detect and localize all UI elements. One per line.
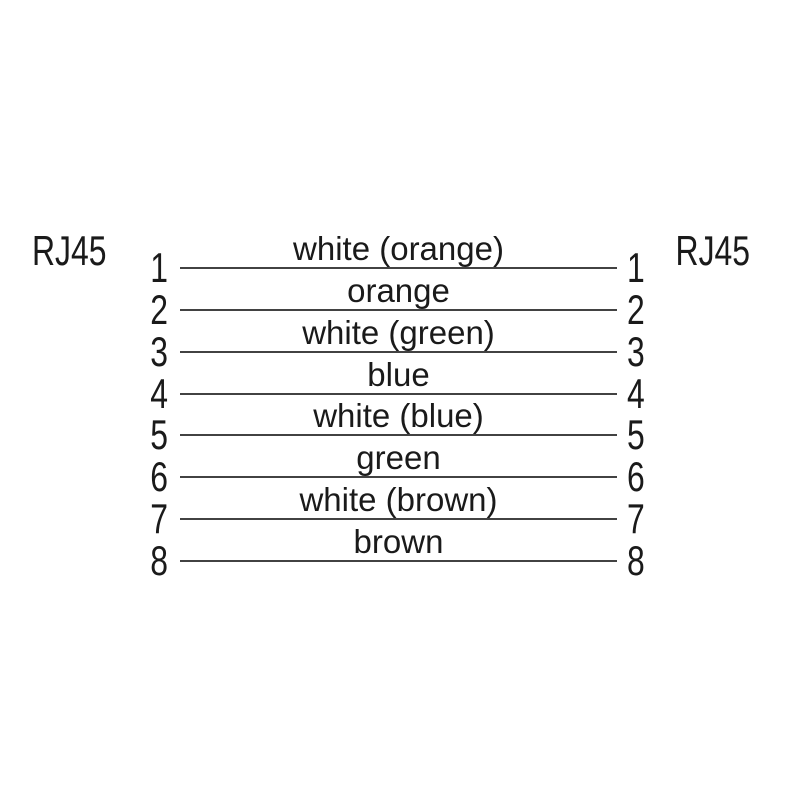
wire-color-label: green: [356, 439, 441, 476]
pin-number-left: 6: [150, 453, 168, 500]
wire-line: [180, 267, 617, 269]
wire-line: [180, 351, 617, 353]
pin-number-right: 6: [627, 453, 645, 500]
wire-line: [180, 476, 617, 478]
wire-line: [180, 560, 617, 562]
pin-number-right: 7: [627, 495, 645, 542]
wire-color-label: orange: [347, 272, 450, 309]
wire-line: [180, 518, 617, 520]
wire-color-label: white (brown): [299, 481, 498, 518]
pin-number-left: 3: [150, 328, 168, 375]
wire-line: [180, 309, 617, 311]
pin-number-left: 4: [150, 370, 168, 417]
pin-number-left: 7: [150, 495, 168, 542]
wire-line: [180, 434, 617, 436]
pin-number-left: 5: [150, 411, 168, 458]
pin-number-left: 8: [150, 537, 168, 584]
wire-color-label: white (orange): [293, 230, 504, 267]
left-connector-label: RJ45: [32, 227, 107, 274]
wire-line: [180, 393, 617, 395]
pin-number-right: 4: [627, 370, 645, 417]
wire-color-label: blue: [367, 356, 430, 393]
pin-number-right: 5: [627, 411, 645, 458]
pin-number-left: 1: [150, 244, 168, 291]
wire-color-label: white (blue): [313, 397, 484, 434]
pin-number-right: 2: [627, 286, 645, 333]
right-connector-label: RJ45: [675, 227, 750, 274]
wire-color-label: white (green): [302, 314, 495, 351]
pin-number-left: 2: [150, 286, 168, 333]
pin-number-right: 8: [627, 537, 645, 584]
wire-color-label: brown: [353, 523, 444, 560]
pin-number-right: 1: [627, 244, 645, 291]
pin-number-right: 3: [627, 328, 645, 375]
